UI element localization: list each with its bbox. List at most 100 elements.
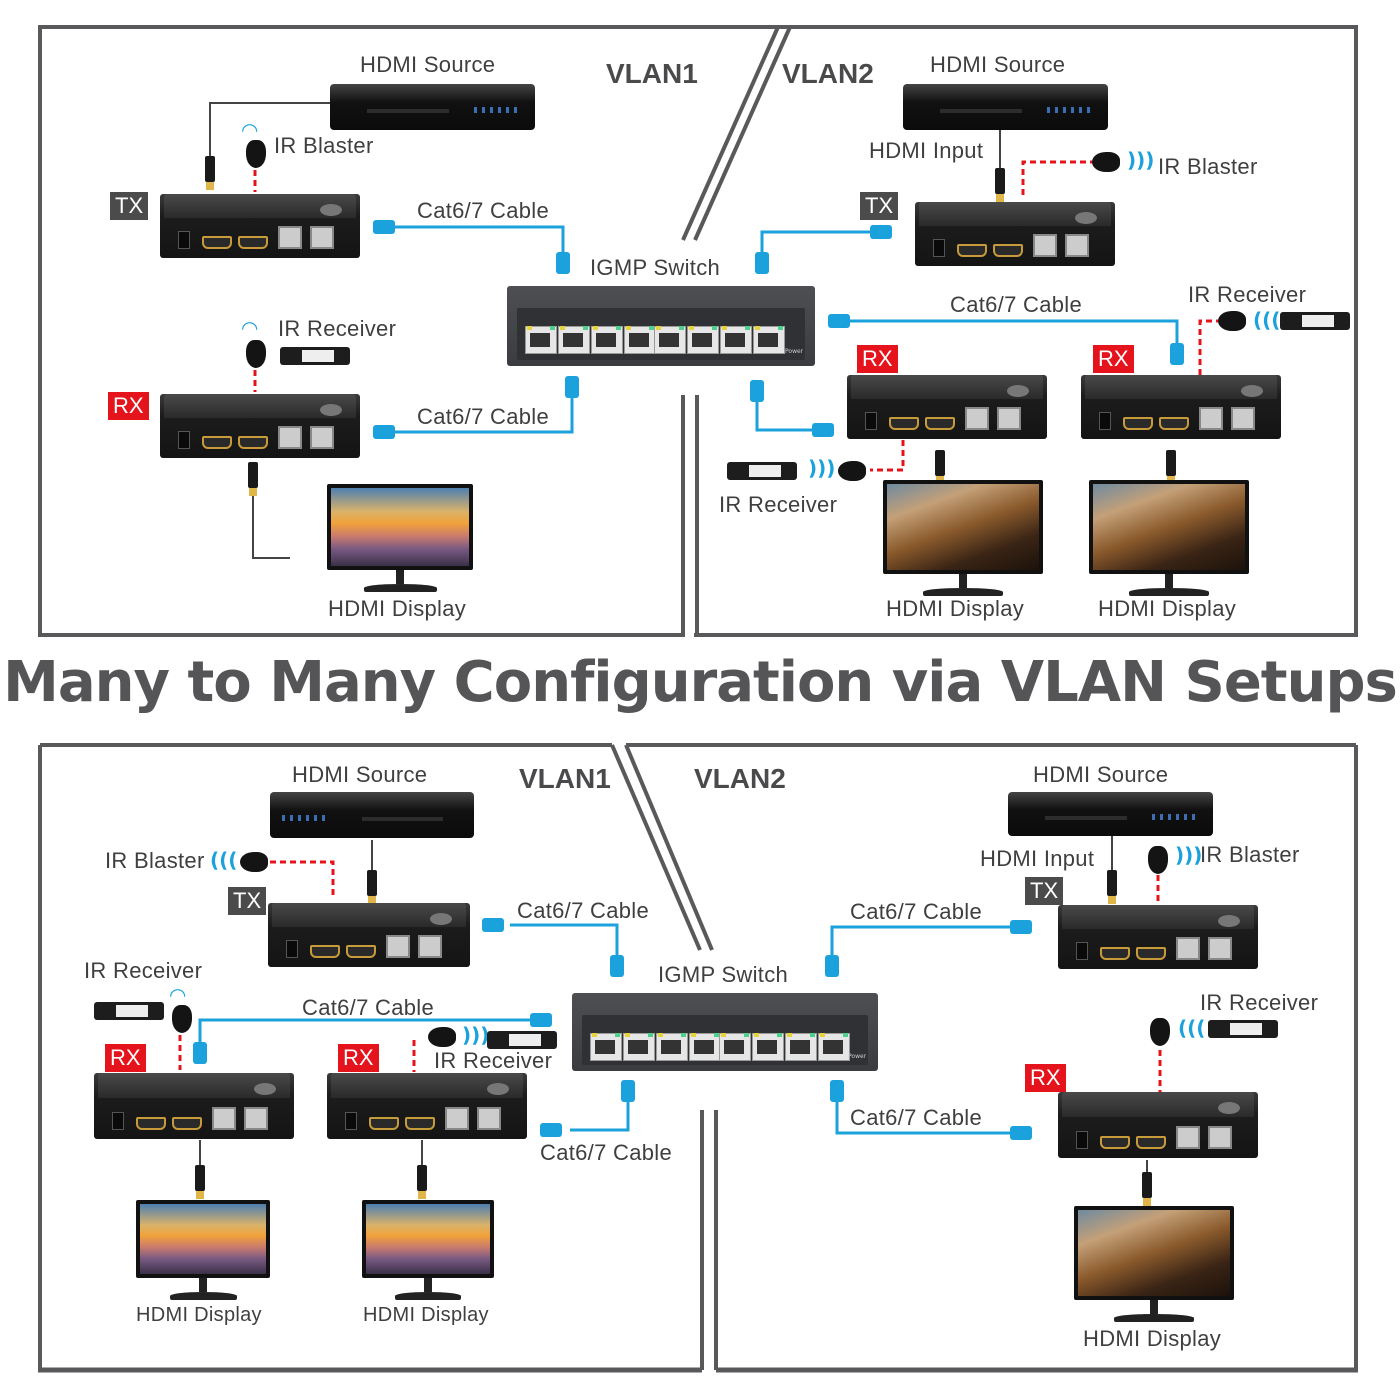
top-vlan1-hdmi-plug-icon <box>205 156 215 190</box>
bottom-vlan2-hdmi-plug-icon <box>1107 870 1117 904</box>
top-vlan1-rx-rj45-icon <box>373 425 395 439</box>
bottom-vlan1-hdmi-display-1 <box>136 1200 270 1300</box>
bottom-vlan2-ir-receiver-icon <box>1150 1018 1170 1046</box>
bottom-switch-vlan1-rj45-icon <box>610 955 624 977</box>
bottom-vlan1-left-remote-icon <box>94 1002 164 1020</box>
top-vlan2-source-label: HDMI Source <box>930 52 1066 77</box>
bottom-vlan2-tx-tag: TX <box>1025 877 1064 905</box>
top-vlan2-label: VLAN2 <box>782 58 874 89</box>
bottom-vlan2-hdmi-input-label: HDMI Input <box>980 846 1095 871</box>
top-vlan1-label: VLAN1 <box>606 58 698 89</box>
bottom-vlan2-display-label: HDMI Display <box>1083 1326 1222 1351</box>
bottom-vlan1-rx1-tag: RX <box>105 1044 146 1072</box>
top-switch-vlan1-rj45-icon <box>556 252 570 274</box>
bottom-vlan1-hdmi-source-device <box>270 792 474 838</box>
top-vlan2-ir-receiver-left-label: IR Receiver <box>719 492 838 517</box>
bottom-vlan1-rx1-rj45-icon <box>193 1042 207 1064</box>
top-vlan2-rx2-display-plug-icon <box>1166 450 1176 484</box>
top-vlan2-rx2-tag: RX <box>1093 345 1134 373</box>
bottom-vlan1-hdmi-plug-icon <box>367 870 377 904</box>
bottom-vlan2-rx-tag: RX <box>1025 1064 1066 1092</box>
bottom-vlan2-hdmi-source-device <box>1008 792 1213 836</box>
top-vlan1-ir-blaster-signal-icon: ◠ <box>242 118 258 142</box>
top-vlan2-tx-extender <box>915 202 1115 266</box>
bottom-vlan2-remote-icon <box>1208 1020 1278 1038</box>
top-vlan2-ir-blaster-icon <box>1092 152 1120 172</box>
bottom-vlan1-rx-cable-top-label: Cat6/7 Cable <box>302 995 435 1020</box>
top-switch-label: IGMP Switch <box>590 255 721 280</box>
bottom-vlan1-tx-rj45-icon <box>482 918 504 932</box>
bottom-vlan1-ir-receiver-mid-label: IR Receiver <box>434 1048 553 1073</box>
bottom-vlan2-tx-cable-label: Cat6/7 Cable <box>850 899 983 924</box>
bottom-vlan1-ir-blaster-signal-icon: ((( <box>210 848 238 872</box>
bottom-vlan1-ir-blaster-icon <box>240 852 268 872</box>
bottom-vlan1-rx1-extender <box>94 1073 294 1139</box>
top-vlan2-tx-rj45-icon <box>870 225 892 239</box>
bottom-vlan2-ir-receiver-signal-icon: ((( <box>1178 1016 1206 1040</box>
bottom-vlan1-tx-cat-cable <box>510 923 619 955</box>
top-vlan1-tx-cable-label: Cat6/7 Cable <box>417 198 550 223</box>
bottom-vlan1-tx-extender <box>268 903 470 967</box>
top-vlan2-ir-receiver-right-icon <box>1218 311 1246 331</box>
bottom-vlan1-label: VLAN1 <box>519 763 611 794</box>
bottom-vlan1-rx-cable-bottom-label: Cat6/7 Cable <box>540 1140 673 1165</box>
bottom-switch-power-label: Power <box>848 1053 867 1060</box>
bottom-vlan1-rx2-cat-cable <box>570 1100 630 1132</box>
top-switch-vlan2-rx1-rj45-icon <box>750 380 764 402</box>
top-vlan1-display-plug-icon <box>248 462 258 496</box>
bottom-vlan2-label: VLAN2 <box>694 763 786 794</box>
top-vlan2-hdmi-plug-icon <box>995 168 1005 202</box>
top-vlan2-hdmi-display-2 <box>1089 480 1249 596</box>
top-vlan1-tx-tag: TX <box>110 192 149 220</box>
bottom-vlan2-ir-receiver-label: IR Receiver <box>1200 990 1319 1015</box>
bottom-switch-vlan2-rx-rj45-icon <box>830 1080 844 1102</box>
top-vlan1-rx-extender <box>160 394 360 458</box>
top-vlan1-rx-cable-label: Cat6/7 Cable <box>417 404 550 429</box>
top-switch-vlan2-rx2-rj45-icon <box>828 314 850 328</box>
bottom-vlan1-ir-receiver-left-icon <box>172 1005 192 1033</box>
bottom-vlan2-ir-blaster-label: IR Blaster <box>1200 842 1300 867</box>
bottom-vlan1-ir-blaster-label: IR Blaster <box>105 848 205 873</box>
bottom-vlan2-tx-extender <box>1058 905 1258 969</box>
bottom-vlan1-rx2-tag: RX <box>338 1044 379 1072</box>
bottom-switch-label: IGMP Switch <box>658 962 789 987</box>
top-vlan2-hdmi-source-device <box>903 84 1108 130</box>
top-vlan2-hdmi-display-1 <box>883 480 1043 596</box>
top-vlan1-rx-tag: RX <box>108 392 149 420</box>
top-vlan2-hdmi-input-label: HDMI Input <box>869 138 984 163</box>
top-switch-power-label: Power <box>785 348 804 355</box>
top-vlan1-ir-receiver-signal-icon: ◠ <box>242 316 258 340</box>
bottom-vlan1-rx2-rj45-icon <box>540 1123 562 1137</box>
top-igmp-switch: Power <box>507 286 815 366</box>
bottom-igmp-switch: Power <box>572 993 878 1071</box>
bottom-vlan1-hdmi-display-2 <box>362 1200 494 1300</box>
bottom-vlan1-source-label: HDMI Source <box>292 762 428 787</box>
top-vlan2-left-remote-icon <box>727 462 797 480</box>
bottom-vlan2-rx-rj45-icon <box>1010 1126 1032 1140</box>
top-vlan2-rx1-extender <box>847 375 1047 439</box>
top-vlan1-hdmi-source-device <box>330 84 535 130</box>
bottom-vlan1-ir-blaster-wire <box>270 860 335 895</box>
bottom-vlan2-display-plug-icon <box>1142 1172 1152 1206</box>
top-vlan2-rx1-tag: RX <box>857 345 898 373</box>
top-vlan1-ir-receiver-label: IR Receiver <box>278 316 397 341</box>
page-title: Many to Many Configuration via VLAN Setu… <box>3 650 1398 715</box>
top-vlan2-rx2-rj45-icon <box>1170 343 1184 365</box>
top-vlan1-ir-blaster-icon <box>246 140 266 168</box>
bottom-switch-vlan1-rx2-rj45-icon <box>621 1080 635 1102</box>
top-vlan1-source-label: HDMI Source <box>360 52 496 77</box>
top-vlan1-tx-rj45-icon <box>373 220 395 234</box>
top-vlan2-ir-receiver-right-label: IR Receiver <box>1188 282 1307 307</box>
bottom-vlan1-ir-receiver-left-label: IR Receiver <box>84 958 203 983</box>
bottom-vlan1-display-label-1: HDMI Display <box>136 1304 262 1326</box>
bottom-vlan2-hdmi-display <box>1074 1206 1234 1322</box>
top-vlan2-display-label-1: HDMI Display <box>886 596 1025 621</box>
top-vlan2-rx2-cable-label: Cat6/7 Cable <box>950 292 1083 317</box>
bottom-vlan1-rx2-display-plug-icon <box>417 1165 427 1199</box>
top-vlan2-ir-blaster-label: IR Blaster <box>1158 154 1258 179</box>
top-vlan2-ir-receiver-right-signal-icon: ((( <box>1253 308 1281 332</box>
top-vlan1-remote-icon <box>280 347 350 365</box>
bottom-vlan1-ir-receiver-mid-signal-icon: ))) <box>462 1023 490 1047</box>
top-switch-vlan2-rj45-icon <box>755 252 769 274</box>
top-vlan1-hdmi-display <box>327 484 473 592</box>
